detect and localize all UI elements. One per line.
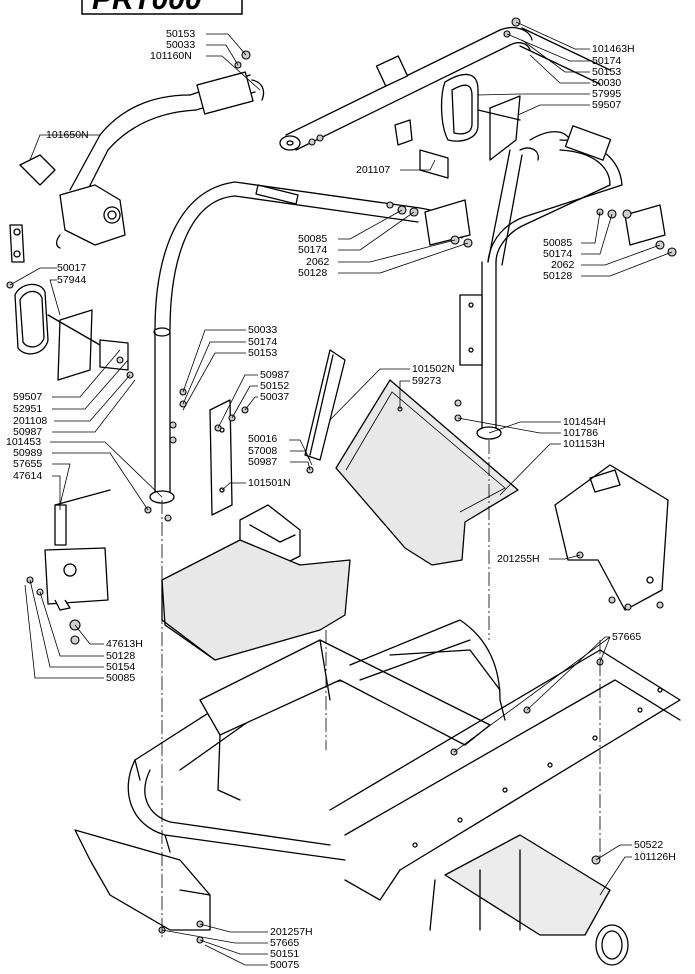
part-label: 101502N xyxy=(412,363,455,375)
alignment-lines xyxy=(161,440,601,940)
side-panel-right xyxy=(554,464,669,611)
part-label: 59507 xyxy=(592,99,621,111)
part-label: 50016 xyxy=(248,433,277,445)
part-label: 201255H xyxy=(497,553,540,565)
part-label: 50989 xyxy=(13,447,42,459)
part-label: 50174 xyxy=(248,336,277,348)
part-label: 101126H xyxy=(634,851,676,863)
part-label: 57655 xyxy=(13,458,42,470)
part-label: 50037 xyxy=(260,391,289,403)
part-label: 57665 xyxy=(612,631,641,643)
part-label: 50017 xyxy=(57,262,86,274)
labels-middle: 50033 50174 50153 50987 50152 50037 5001… xyxy=(248,164,455,489)
part-label: 50033 xyxy=(166,39,195,51)
labels-right: 101463H 50174 50153 50030 57995 59507 50… xyxy=(497,43,676,863)
part-label: 50153 xyxy=(248,347,277,359)
part-label: 101153H xyxy=(563,438,605,450)
part-label: 50987 xyxy=(260,369,289,381)
title-box: PRT000 xyxy=(81,0,243,16)
part-label: 201107 xyxy=(356,164,390,176)
part-label: 59273 xyxy=(412,375,441,387)
part-label: 50151 xyxy=(270,948,299,960)
part-label: 2062 xyxy=(306,256,330,268)
part-label: 57995 xyxy=(592,88,621,100)
part-label: 57008 xyxy=(248,445,277,457)
part-label: 201257H xyxy=(270,926,313,938)
labels-bottom: 201257H 57665 50151 50075 xyxy=(270,926,313,971)
mirror-left xyxy=(14,283,129,381)
part-label: 50085 xyxy=(106,672,135,684)
part-label: 50075 xyxy=(270,959,299,971)
part-label: 50987 xyxy=(248,456,277,468)
part-label: 50522 xyxy=(634,839,663,851)
part-label: 50085 xyxy=(543,237,572,249)
part-label: 50030 xyxy=(592,77,621,89)
part-label: 101160N xyxy=(150,50,192,62)
part-label: 101453 xyxy=(6,436,41,448)
part-label: 50128 xyxy=(543,270,572,282)
diagram-title: PRT000 xyxy=(92,0,202,16)
part-label: 50174 xyxy=(543,248,572,260)
part-label: 50153 xyxy=(166,28,195,40)
part-label: 50174 xyxy=(298,244,327,256)
part-label: 101463H xyxy=(592,43,635,55)
part-label: 201108 xyxy=(13,415,47,427)
part-label: 57665 xyxy=(270,937,299,949)
chassis-frame xyxy=(127,619,681,966)
part-label: 52951 xyxy=(13,403,42,415)
part-label: 2062 xyxy=(551,259,575,271)
part-label: 50152 xyxy=(260,380,289,392)
floor-mat-rear xyxy=(335,379,519,566)
part-label: 50128 xyxy=(298,267,327,279)
part-label: 101501N xyxy=(248,477,291,489)
part-label: 50987 xyxy=(13,426,42,438)
mirror-right xyxy=(440,73,539,161)
part-label: 101454H xyxy=(563,416,606,428)
part-label: 50174 xyxy=(592,55,621,67)
part-label: 101786 xyxy=(563,427,598,439)
part-label: 50154 xyxy=(106,661,135,673)
part-label: 47614 xyxy=(13,470,42,482)
part-label: 57944 xyxy=(57,274,86,286)
fasteners xyxy=(6,17,677,944)
leader-lines xyxy=(9,21,673,966)
roll-bar-assembly xyxy=(9,26,666,504)
part-label: 59507 xyxy=(13,391,42,403)
part-label: 50033 xyxy=(248,324,277,336)
side-panel-left-lower xyxy=(74,829,211,931)
part-label: 50153 xyxy=(592,66,621,78)
part-label: 50085 xyxy=(298,233,327,245)
part-label: 47613H xyxy=(106,638,143,650)
part-label: 50128 xyxy=(106,650,135,662)
